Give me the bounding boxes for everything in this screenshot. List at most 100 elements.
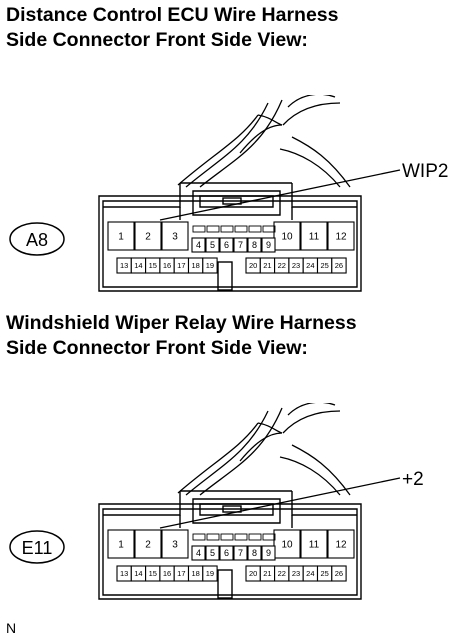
pin-24: 24 (302, 565, 319, 582)
pin-13-label: 13 (120, 261, 128, 270)
pin-26-label: 26 (335, 569, 343, 578)
pin-22-label: 22 (278, 569, 286, 578)
pin-5-label: 5 (210, 240, 215, 250)
pin-13-label: 13 (120, 569, 128, 578)
terminal-callout: WIP2 (159, 161, 448, 221)
pin-18: 18 (187, 565, 204, 582)
pin-24-label: 24 (306, 261, 314, 270)
pin-10-box (273, 221, 301, 251)
pin-11-label: 11 (309, 540, 320, 551)
pin-15-label: 15 (149, 569, 157, 578)
pin-26: 26 (331, 257, 347, 274)
pin-9: 9 (261, 237, 276, 253)
pin-21: 21 (259, 565, 276, 582)
pin-23: 23 (288, 257, 304, 274)
wire-harness-bundle (177, 403, 351, 496)
pin-21: 21 (259, 257, 276, 274)
pin-7-box (233, 545, 248, 561)
pin-26-box (331, 565, 347, 582)
pin-10-box (273, 529, 301, 559)
pin-6-label: 6 (224, 548, 229, 558)
pin-4-box (191, 545, 206, 561)
pin-11-box (300, 221, 328, 251)
pin-3-box (161, 529, 189, 559)
pin-1: 1 (107, 529, 135, 559)
pin-9-label: 9 (266, 548, 271, 558)
pin-21-label: 21 (263, 261, 271, 270)
pin-recess (206, 533, 220, 541)
pin-20-label: 20 (249, 569, 257, 578)
pin-3-label: 3 (172, 540, 178, 551)
pin-19-box (202, 257, 218, 274)
pin-13: 13 (116, 257, 132, 274)
pin-10-label: 10 (281, 540, 293, 551)
pin-recess (234, 225, 248, 233)
pin-16-label: 16 (163, 569, 171, 578)
pin-7-box (233, 237, 248, 253)
pin-24: 24 (302, 257, 319, 274)
callout-label: +2 (402, 469, 424, 490)
pin-5: 5 (205, 237, 220, 253)
pin-2: 2 (134, 529, 162, 559)
pin-1-box (107, 529, 135, 559)
pin-19: 19 (202, 257, 218, 274)
pin-25-label: 25 (320, 261, 328, 270)
pin-2-label: 2 (145, 540, 151, 551)
pin-3: 3 (161, 221, 189, 251)
pin-18-label: 18 (191, 261, 199, 270)
pin-12-box (327, 221, 355, 251)
pin-20: 20 (245, 257, 261, 274)
connector-code-label: A8 (26, 230, 48, 250)
pin-18-label: 18 (191, 569, 199, 578)
pin-13: 13 (116, 565, 132, 582)
pin-8-box (247, 545, 262, 561)
pin-14-label: 14 (134, 569, 142, 578)
pin-10-label: 10 (281, 232, 293, 243)
pin-15: 15 (145, 257, 161, 274)
pin-5-box (205, 237, 220, 253)
pin-26-box (331, 257, 347, 274)
pin-2: 2 (134, 221, 162, 251)
pin-23-label: 23 (292, 569, 300, 578)
pin-14: 14 (130, 565, 147, 582)
pin-8-label: 8 (252, 240, 257, 250)
pin-20-label: 20 (249, 261, 257, 270)
pin-22: 22 (274, 565, 290, 582)
pin-17-label: 17 (177, 261, 185, 270)
pin-6-label: 6 (224, 240, 229, 250)
pin-8-box (247, 237, 262, 253)
pin-recess (248, 225, 262, 233)
pin-24-label: 24 (306, 569, 314, 578)
pin-5: 5 (205, 545, 220, 561)
pin-11: 11 (300, 529, 328, 559)
pin-15-label: 15 (149, 261, 157, 270)
pin-21-label: 21 (263, 569, 271, 578)
pin-recess (192, 533, 206, 541)
pin-12-label: 12 (335, 540, 347, 551)
pin-10: 10 (273, 529, 301, 559)
pin-14: 14 (130, 257, 147, 274)
pin-6: 6 (219, 545, 234, 561)
pin-17: 17 (173, 257, 190, 274)
connector-code-ellipse (9, 530, 65, 564)
pin-11-label: 11 (309, 232, 320, 243)
wire-harness-bundle (177, 95, 351, 188)
pin-11-box (300, 529, 328, 559)
pin-recess (220, 225, 234, 233)
figure-code: N (6, 620, 17, 636)
pin-16-label: 16 (163, 261, 171, 270)
pin-26-label: 26 (335, 261, 343, 270)
pin-7-label: 7 (238, 240, 243, 250)
pin-17-label: 17 (177, 569, 185, 578)
pin-8-label: 8 (252, 548, 257, 558)
pin-16: 16 (159, 565, 175, 582)
pin-9-box (261, 545, 276, 561)
pin-3: 3 (161, 529, 189, 559)
pin-25: 25 (316, 257, 333, 274)
connector-code-callout: A8 (9, 222, 65, 256)
pin-7: 7 (233, 545, 248, 561)
pin-14-label: 14 (134, 261, 142, 270)
callout-leader-line (159, 169, 401, 221)
connector-code-callout: E11 (9, 530, 65, 564)
